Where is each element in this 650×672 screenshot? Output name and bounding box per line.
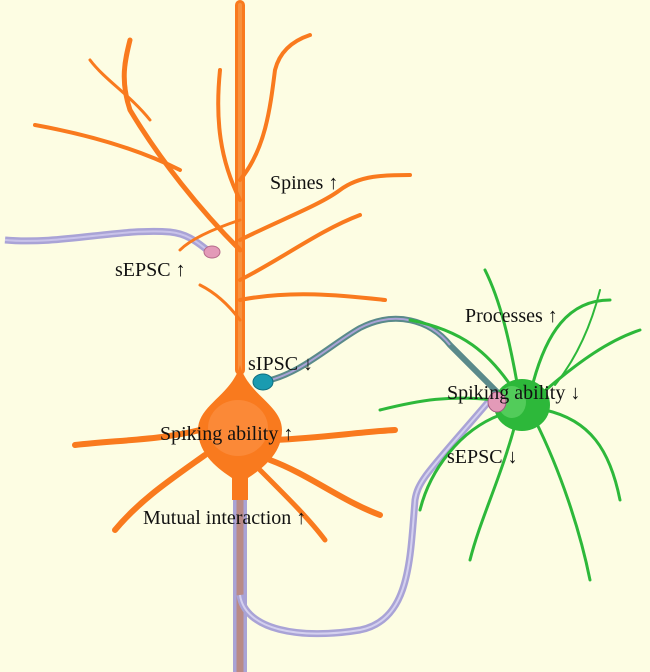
pyramidal-axon	[233, 397, 493, 672]
interneuron	[378, 268, 642, 582]
inhibitory-bouton	[252, 373, 274, 391]
pyramidal-neuron	[33, 0, 412, 543]
inhibitory-axon	[252, 315, 503, 398]
interneuron-soma-highlight	[498, 386, 526, 418]
label-spiking-pyramidal: Spiking ability ↑	[160, 423, 293, 445]
label-spiking-interneuron: Spiking ability ↓	[447, 382, 580, 404]
excitatory-bouton	[203, 245, 221, 259]
label-mutual-interaction: Mutual interaction ↑	[143, 507, 306, 529]
soma-highlight	[208, 400, 268, 456]
label-sipsc: sIPSC ↓	[248, 353, 313, 375]
label-processes: Processes ↑	[465, 305, 558, 327]
label-sepsc-pyramidal: sEPSC ↑	[115, 259, 186, 281]
label-sepsc-interneuron: sEPSC ↓	[447, 446, 518, 468]
label-spines: Spines ↑	[270, 172, 338, 194]
input-axon-left	[4, 227, 221, 259]
excitatory-bouton-interneuron	[487, 391, 507, 413]
